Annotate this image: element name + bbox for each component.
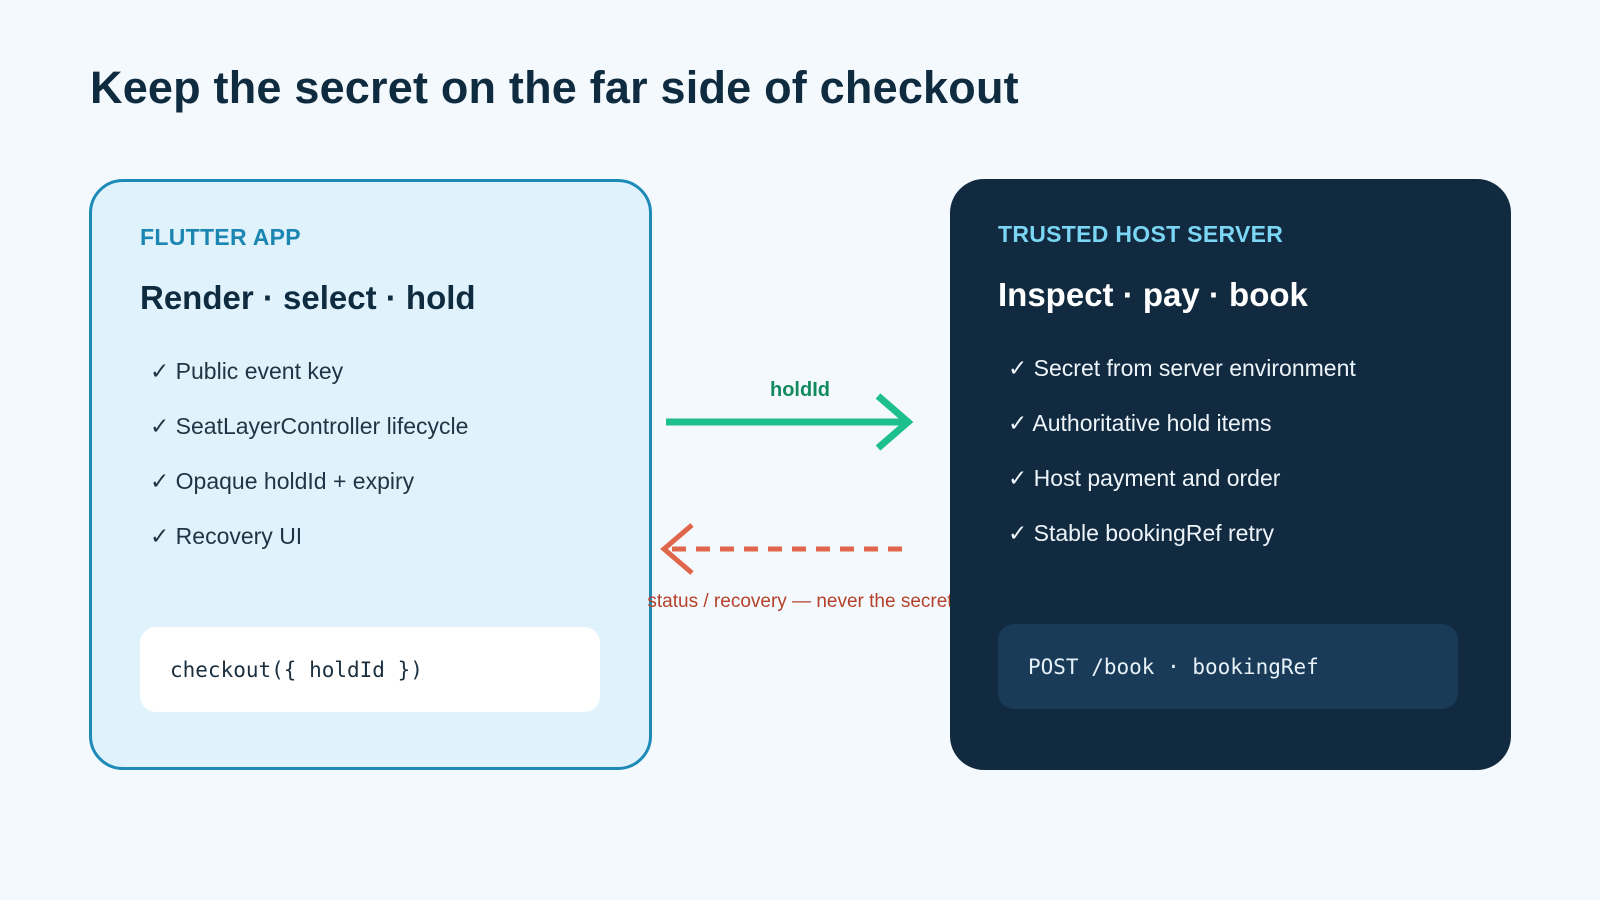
checkout-code-box: checkout({ holdId }) — [140, 627, 600, 712]
trusted-host-server-heading: Inspect · pay · book — [998, 276, 1308, 313]
list-item: ✓ Host payment and order — [1008, 465, 1281, 491]
list-item: ✓ Public event key — [150, 358, 344, 384]
forward-arrow — [666, 393, 914, 451]
flutter-app-eyebrow: FLUTTER APP — [140, 224, 301, 250]
list-item: ✓ SeatLayerController lifecycle — [150, 413, 469, 439]
list-item: ✓ Authoritative hold items — [1008, 410, 1272, 436]
flow-arrows — [660, 393, 914, 575]
list-item: ✓ Opaque holdId + expiry — [150, 468, 415, 494]
slide-title: Keep the secret on the far side of check… — [90, 62, 1019, 113]
trusted-host-server-list: ✓ Secret from server environment ✓ Autho… — [998, 353, 1463, 573]
trusted-host-server-panel: TRUSTED HOST SERVER Inspect · pay · book… — [950, 179, 1511, 770]
return-arrow — [660, 523, 902, 575]
trusted-host-server-eyebrow: TRUSTED HOST SERVER — [998, 221, 1284, 247]
flutter-app-heading: Render · select · hold — [140, 279, 476, 316]
list-item: ✓ Recovery UI — [150, 523, 303, 549]
list-item: ✓ Secret from server environment — [1008, 355, 1356, 381]
book-endpoint-code-box: POST /book · bookingRef — [998, 624, 1458, 709]
forward-flow-label: holdId — [770, 379, 830, 401]
return-flow-label: status / recovery — never the secret — [647, 591, 953, 612]
list-item: ✓ Stable bookingRef retry — [1008, 520, 1275, 546]
flutter-app-list: ✓ Public event key ✓ SeatLayerController… — [140, 356, 601, 576]
flutter-app-panel: FLUTTER APP Render · select · hold ✓ Pub… — [89, 179, 652, 770]
